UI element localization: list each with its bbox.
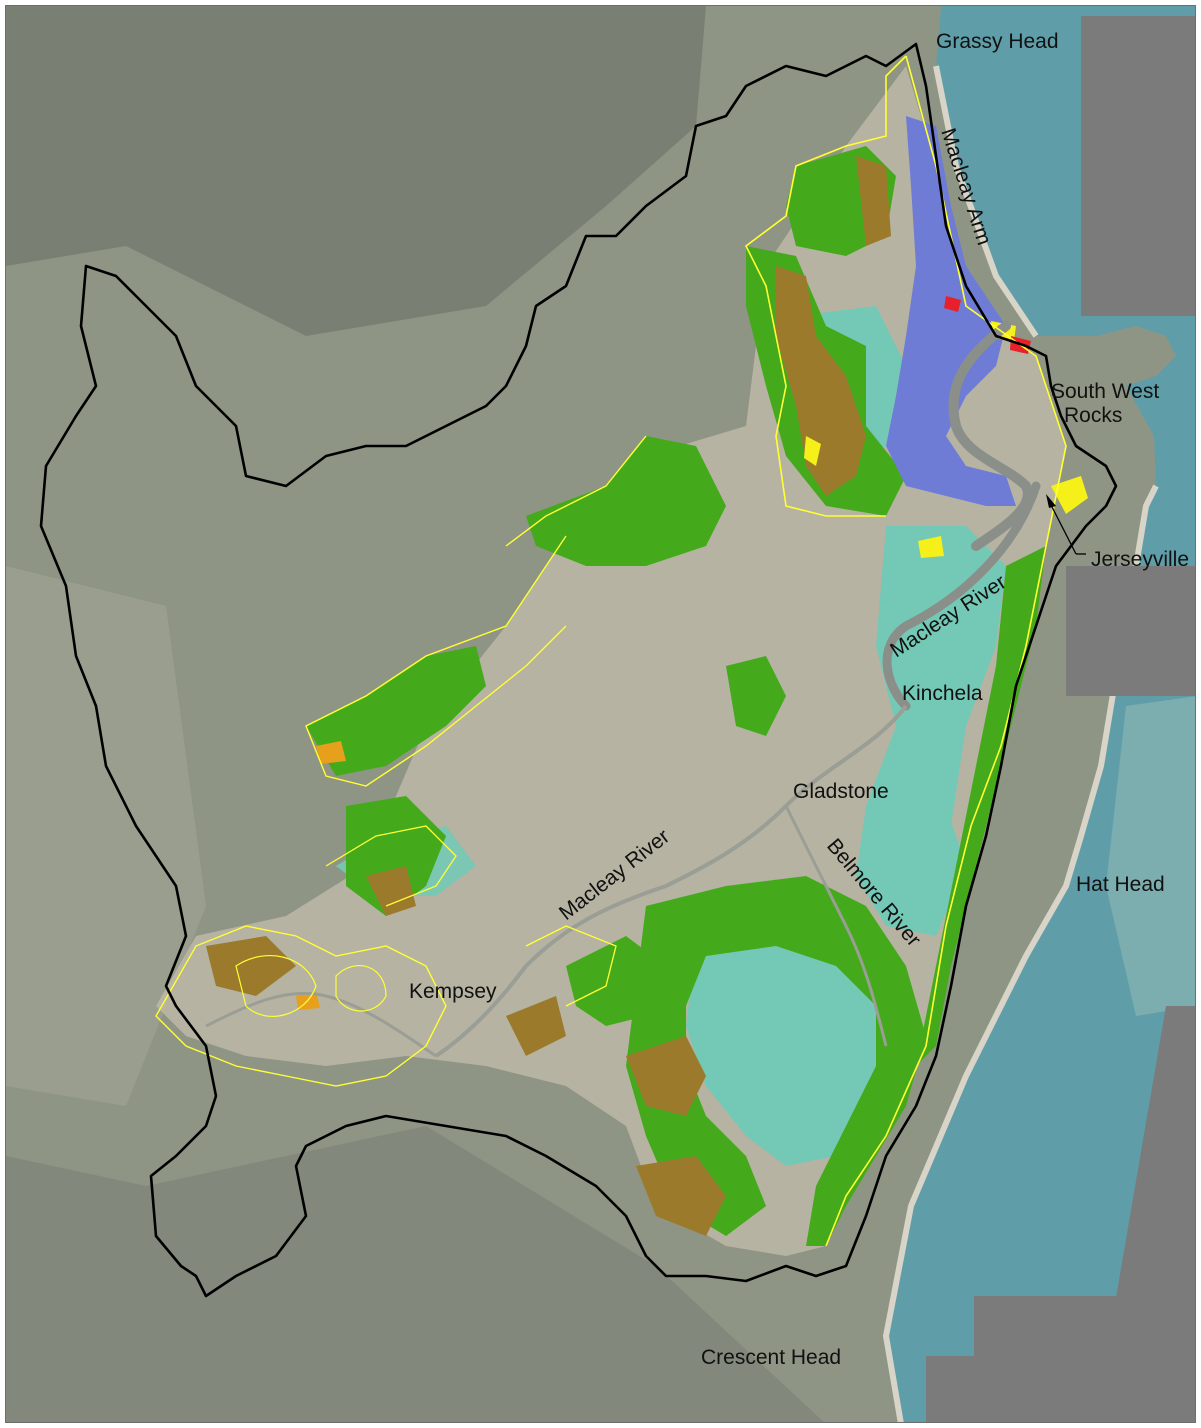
label-south-west-rocks-line1: South West xyxy=(1051,380,1159,403)
class-brown-central xyxy=(506,996,566,1056)
mapped-extent-outline-kempsey xyxy=(155,925,447,1087)
class-yellow-north xyxy=(804,436,821,466)
map-canvas[interactable]: Grassy Head Macleay Arm South West Rocks… xyxy=(6,6,1196,1423)
jerseyville-arrow-head xyxy=(1046,494,1056,508)
class-green-patch-mid xyxy=(726,656,786,736)
macleay-river-lower xyxy=(434,704,908,1058)
class-red-delta xyxy=(944,296,961,312)
mapped-extent-outline-north xyxy=(744,55,907,517)
land-light-west xyxy=(6,566,206,1106)
class-brown-south2 xyxy=(636,1156,726,1236)
class-brown-north2 xyxy=(856,156,891,246)
macleay-arm-river xyxy=(948,321,1033,551)
macleay-river-main xyxy=(882,481,1041,711)
class-teal-south xyxy=(686,936,906,1166)
label-kinchela: Kinchela xyxy=(902,682,983,705)
label-jerseyville: Jerseyville xyxy=(1091,548,1189,571)
label-hat-head: Hat Head xyxy=(1076,873,1165,896)
class-brown-north xyxy=(776,266,866,496)
class-green-east-strip xyxy=(916,546,1046,1066)
jerseyville-leader-line xyxy=(1048,500,1077,555)
land-dark-south xyxy=(6,1126,824,1422)
class-green-south-ring xyxy=(626,876,926,1246)
mapped-extent-outline-kempsey-inner xyxy=(235,955,387,1017)
class-teal-gladstone xyxy=(856,806,966,936)
label-south-west-rocks-line2: Rocks xyxy=(1064,404,1122,427)
mapped-extent-outline-west xyxy=(305,435,647,787)
class-yellow-jerseyville xyxy=(1051,476,1088,514)
class-orange-west xyxy=(316,741,346,764)
map-frame: Grassy Head Macleay Arm South West Rocks… xyxy=(5,5,1196,1423)
class-brown-south xyxy=(626,1036,706,1116)
label-gladstone: Gladstone xyxy=(793,780,889,803)
no-imagery-block-e xyxy=(1066,566,1195,696)
class-green-central-south xyxy=(566,936,666,1026)
beach-strip xyxy=(882,65,1159,1422)
macleay-river-west xyxy=(205,991,437,1058)
belmore-river xyxy=(784,805,888,1047)
catchment-boundary xyxy=(39,42,1118,1298)
label-grassy-head: Grassy Head xyxy=(936,30,1059,53)
class-brown-west xyxy=(366,866,416,916)
label-kempsey: Kempsey xyxy=(409,980,497,1003)
south-west-rocks-headland xyxy=(1036,326,1176,426)
mapped-extent-outline-south-lobes xyxy=(325,825,617,1007)
class-green-west-lobe xyxy=(306,646,486,776)
no-imagery-block-s xyxy=(974,1296,1195,1422)
class-brown-kempsey xyxy=(206,936,296,996)
class-blue-delta xyxy=(886,116,1016,506)
ocean-plume xyxy=(1106,696,1195,1016)
land-dark-ranges xyxy=(6,6,706,336)
no-imagery-block-ne xyxy=(1081,16,1195,316)
class-yellow-delta xyxy=(918,536,944,558)
label-crescent-head: Crescent Head xyxy=(701,1346,841,1369)
class-green-central xyxy=(526,436,726,566)
